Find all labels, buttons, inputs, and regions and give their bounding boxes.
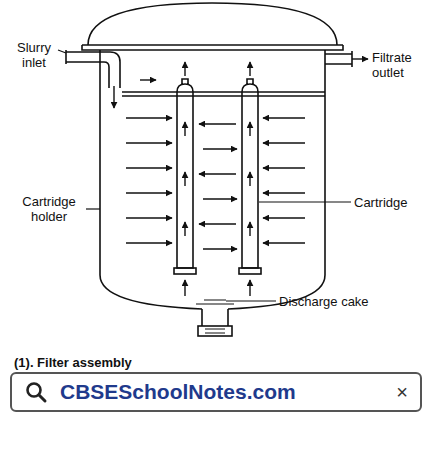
flow-arrow [263,167,305,168]
flow-arrow [184,62,185,76]
flow-arrow [263,242,305,243]
cartridge-base [174,268,196,274]
flow-arrow [126,242,172,243]
flow-arrow [249,62,250,76]
dome [88,3,337,45]
tube-sheet [122,92,325,96]
flow-arrow [184,172,185,186]
part-label: Cartridge [354,195,426,210]
flow-arrow [203,148,237,149]
cartridge-left [177,79,193,268]
flow-arrow [126,192,172,193]
close-mark: × [396,381,408,404]
site-name: CBSESchoolNotes.com [60,380,296,404]
part-label: Discharge cake [279,294,389,309]
cartridge-right [242,79,258,268]
flow-arrow [203,248,237,249]
flow-arrow [184,222,185,236]
flow-arrow [199,173,236,174]
flow-arrow [249,222,250,236]
part-label: Cartridge holder [14,194,84,224]
discharge-flange [198,326,232,336]
flow-arrow [352,58,368,59]
flow-arrows [114,59,368,296]
flow-arrow [263,117,305,118]
flange [82,45,343,50]
flow-arrow [126,217,172,218]
flow-arrow [263,192,305,193]
search-box: CBSESchoolNotes.com × [10,372,422,412]
flow-arrow [126,117,172,118]
right-wall [228,50,325,309]
leader-line [86,208,100,209]
nozzle [202,309,228,326]
inlet-flange [65,50,67,64]
flow-arrow [263,142,305,143]
outlet-pipe [325,51,352,67]
flow-arrow [113,86,114,108]
flow-arrow [199,223,236,224]
part-label: Filtrate outlet [372,50,428,80]
leader-line [259,201,351,202]
flow-arrow [199,123,236,124]
inlet-pipe [66,52,120,88]
flow-arrow [184,280,185,296]
flow-arrow [249,122,250,136]
flow-arrow [140,79,156,80]
search-icon [24,380,48,404]
valve [205,329,225,333]
flow-arrow [249,280,250,296]
flow-arrow [263,217,305,218]
leader-line [58,50,66,53]
flow-arrow [126,167,172,168]
flow-arrow [249,172,250,186]
flow-arrow [203,198,237,199]
flow-arrow [184,122,185,136]
leader-line [226,300,276,301]
left-wall [100,50,202,309]
part-label: Slurry inlet [10,40,58,70]
vessel [58,3,352,336]
cartridge-base [239,268,261,274]
figure-caption: (1). Filter assembly [14,355,132,370]
flow-arrow [126,142,172,143]
